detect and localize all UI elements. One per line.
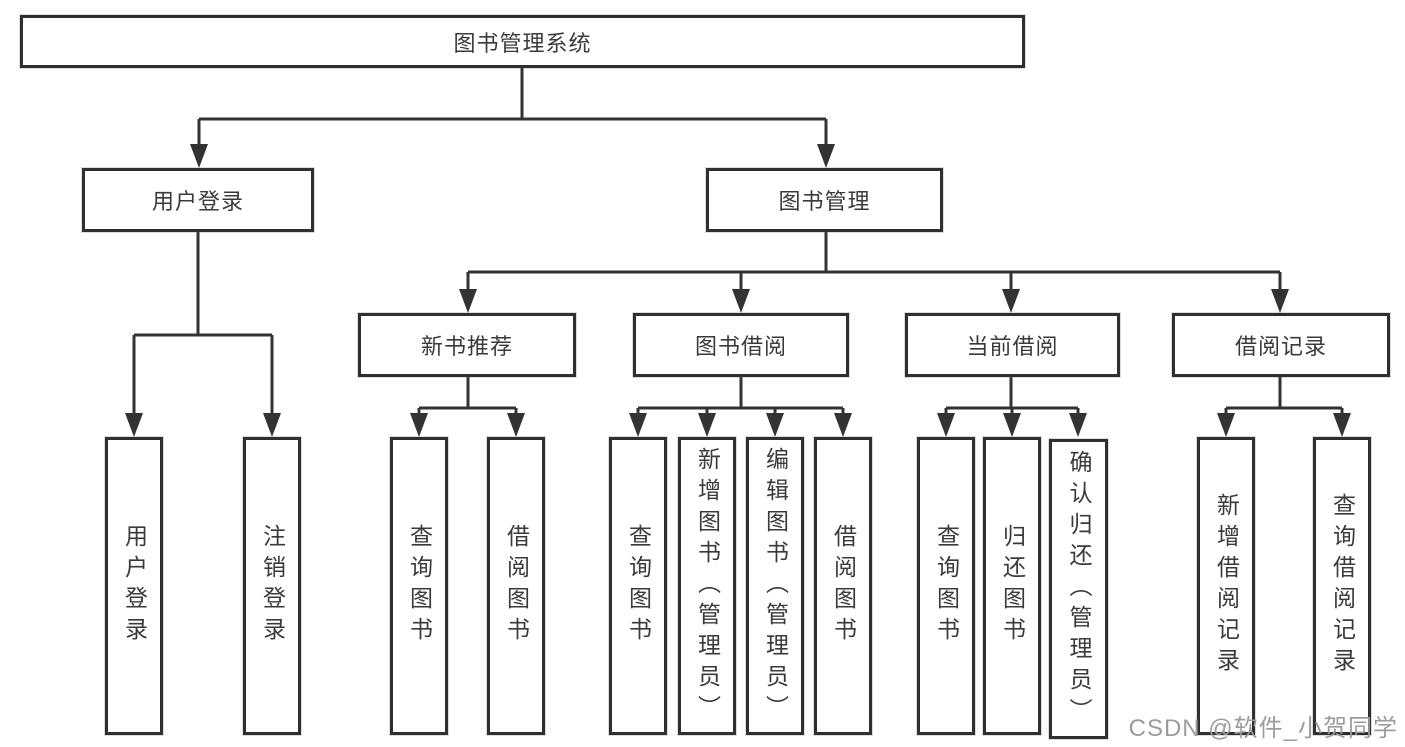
leaf-borrow-books-1: 借阅图书 xyxy=(487,437,545,735)
leaf-label: 确认归还（管理员） xyxy=(1066,449,1092,729)
leaf-return-books: 归还图书 xyxy=(983,437,1041,735)
leaf-add-books-admin: 新增图书（管理员） xyxy=(678,437,736,735)
leaf-label: 新增图书（管理员） xyxy=(694,446,721,726)
leaf-user-login: 用户登录 xyxy=(105,437,163,735)
node-new-book-recommend: 新书推荐 xyxy=(358,313,576,377)
leaf-edit-books-admin: 编辑图书（管理员） xyxy=(746,437,804,735)
leaf-search-books-1: 查询图书 xyxy=(390,437,448,735)
leaf-label: 借阅图书 xyxy=(830,524,857,648)
leaf-label: 用户登录 xyxy=(121,524,148,648)
leaf-label: 新增借阅记录 xyxy=(1213,493,1240,679)
leaf-search-books-3: 查询图书 xyxy=(917,437,975,735)
node-book-management: 图书管理 xyxy=(706,168,943,232)
node-user-login: 用户登录 xyxy=(82,168,314,232)
leaf-label: 查询图书 xyxy=(933,524,960,648)
leaf-label: 注销登录 xyxy=(259,524,286,648)
leaf-logout: 注销登录 xyxy=(243,437,301,735)
leaf-search-books-2: 查询图书 xyxy=(609,437,667,735)
node-current-borrowing: 当前借阅 xyxy=(905,313,1120,377)
node-book-borrowing: 图书借阅 xyxy=(633,313,849,377)
node-borrowing-records: 借阅记录 xyxy=(1172,313,1390,377)
leaf-search-borrow-record: 查询借阅记录 xyxy=(1313,437,1371,735)
leaf-confirm-return-admin: 确认归还（管理员） xyxy=(1049,439,1108,739)
leaf-label: 查询图书 xyxy=(625,524,652,648)
csdn-watermark: CSDN @软件_小贺同学 xyxy=(1128,715,1398,742)
leaf-label: 借阅图书 xyxy=(503,524,530,648)
leaf-label: 查询图书 xyxy=(406,524,433,648)
leaf-label: 查询借阅记录 xyxy=(1329,493,1356,679)
leaf-label: 归还图书 xyxy=(999,524,1026,648)
leaf-label: 编辑图书（管理员） xyxy=(762,446,789,726)
leaf-borrow-books-2: 借阅图书 xyxy=(814,437,872,735)
node-library-management-system: 图书管理系统 xyxy=(20,15,1025,68)
leaf-add-borrow-record: 新增借阅记录 xyxy=(1197,437,1255,735)
